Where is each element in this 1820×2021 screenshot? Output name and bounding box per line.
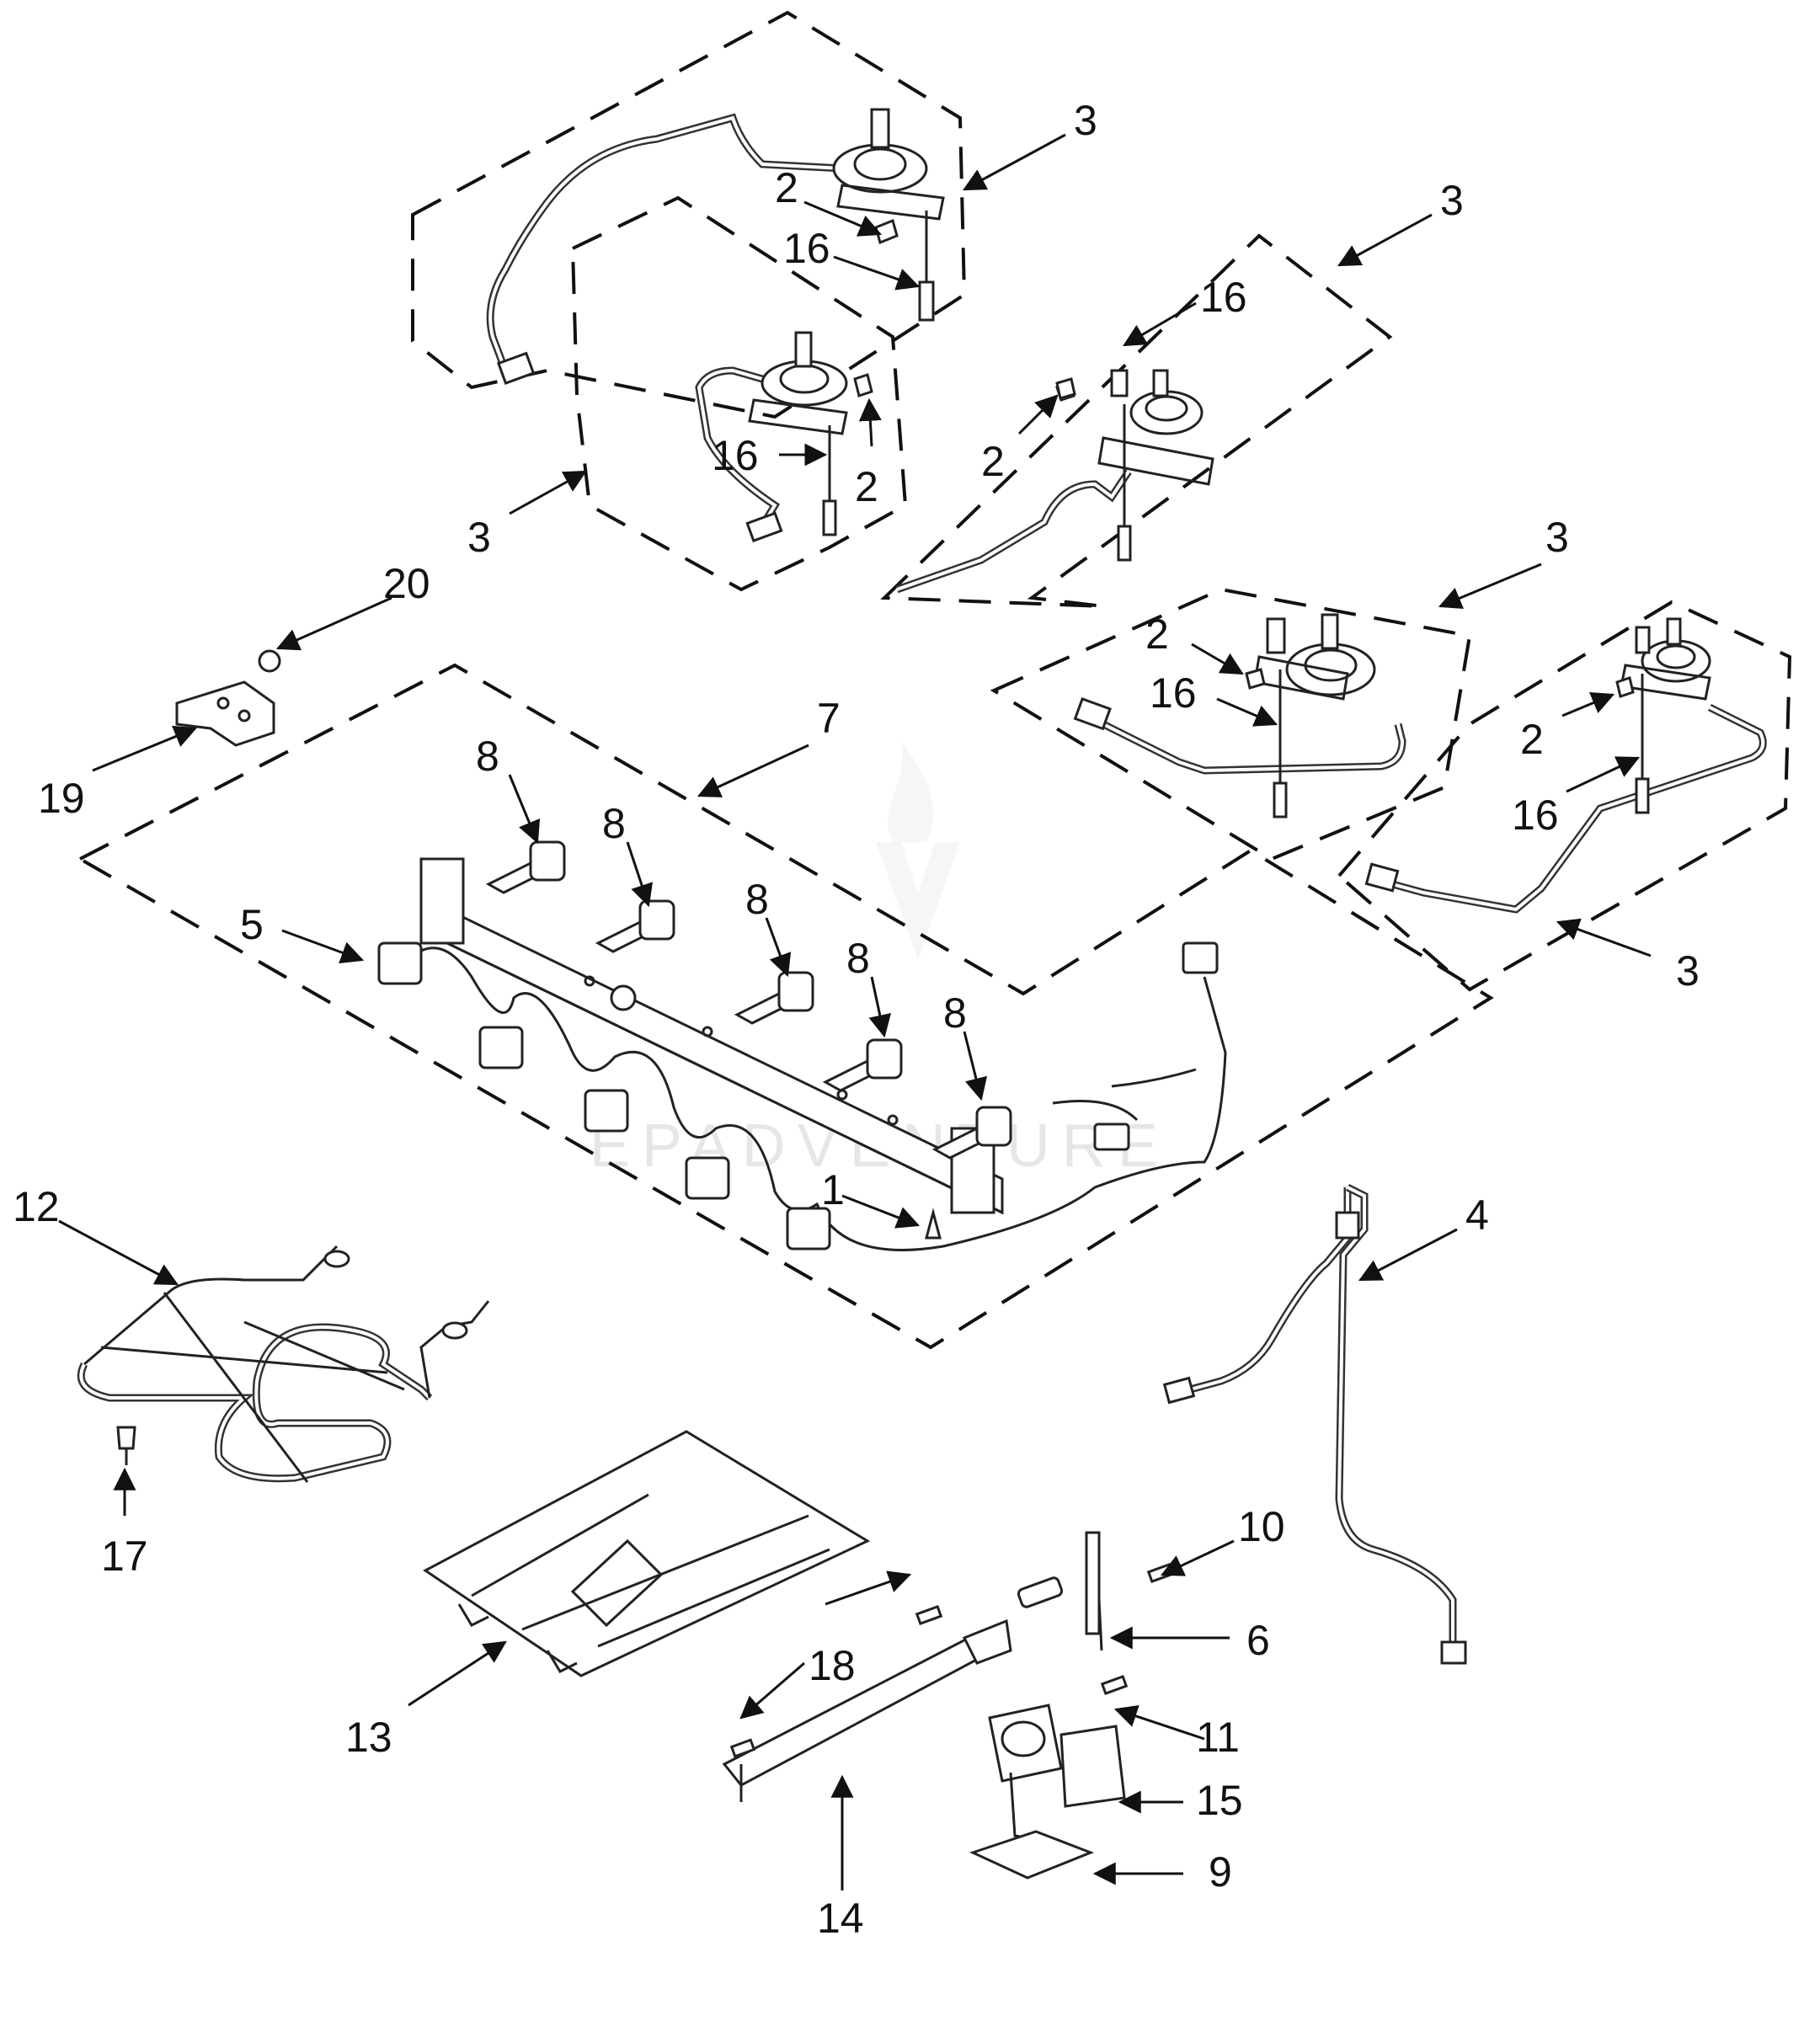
callout-3-upper-right: 3 xyxy=(1440,177,1464,224)
surface-burner-far-right xyxy=(1364,617,1767,914)
gas-supply-tube xyxy=(1162,1183,1467,1665)
orifice-holders xyxy=(485,840,1012,1160)
burner-group-outline-far-right xyxy=(1337,600,1792,992)
burner-group-outline-center xyxy=(880,233,1393,608)
switch-harness xyxy=(377,941,1227,1251)
callout-4: 4 xyxy=(1465,1192,1489,1239)
callout-9: 9 xyxy=(1209,1848,1232,1896)
callout-7: 7 xyxy=(817,695,841,742)
callout-3-left: 3 xyxy=(467,514,491,561)
oven-valve xyxy=(729,1562,1175,1880)
callout-3-top: 3 xyxy=(1074,97,1097,144)
callout-1: 1 xyxy=(821,1166,845,1213)
callout-10: 10 xyxy=(1238,1503,1285,1550)
manifold-assembly xyxy=(419,857,1004,1215)
callout-19: 19 xyxy=(38,775,85,822)
surface-burner-front-left xyxy=(695,331,848,543)
callout-8-e: 8 xyxy=(943,989,967,1037)
callout-12: 12 xyxy=(13,1183,60,1230)
bake-element xyxy=(77,1245,490,1483)
surface-burner-rear-left xyxy=(486,108,945,385)
callout-8-b: 8 xyxy=(602,800,626,847)
callout-3-right: 3 xyxy=(1545,514,1569,561)
callout-16-top: 16 xyxy=(783,225,830,272)
callout-6: 6 xyxy=(1246,1617,1270,1664)
group-outlines xyxy=(76,10,1792,1350)
surface-burner-right xyxy=(1073,613,1406,819)
burner-group-outline-right xyxy=(990,587,1472,861)
callout-2-right: 2 xyxy=(1145,611,1169,658)
manifold-group-outline xyxy=(76,663,1494,1350)
callout-13: 13 xyxy=(345,1714,392,1761)
clip-parts xyxy=(853,218,1635,698)
callout-11: 11 xyxy=(1196,1714,1240,1761)
callout-16-center: 16 xyxy=(1200,274,1247,321)
callout-2-left: 2 xyxy=(855,463,878,510)
callout-3-bottom-right: 3 xyxy=(1676,947,1700,995)
callout-8-d: 8 xyxy=(846,935,870,982)
callout-2-center: 2 xyxy=(981,438,1005,485)
callout-16-far-right: 16 xyxy=(1512,792,1559,839)
mounting-bracket xyxy=(175,649,281,747)
callout-8-a: 8 xyxy=(476,733,499,780)
watermark-logo xyxy=(876,741,960,960)
callout-2-far-right: 2 xyxy=(1520,716,1544,763)
callout-17: 17 xyxy=(101,1533,148,1580)
callout-16-left: 16 xyxy=(712,432,759,479)
callout-8-c: 8 xyxy=(745,876,769,923)
callout-18-upper: 18 xyxy=(809,1642,856,1689)
callout-14: 14 xyxy=(817,1895,864,1942)
surface-burner-center xyxy=(895,369,1214,594)
burner-group-outline-rear-left xyxy=(411,10,967,419)
callout-16-right: 16 xyxy=(1150,669,1197,717)
burner-group-outline-front-left xyxy=(570,195,908,592)
callout-labels: 3 2 16 3 16 2 16 2 3 3 2 16 2 16 3 20 19… xyxy=(13,97,1700,1942)
callout-2-top: 2 xyxy=(775,164,798,211)
callout-5: 5 xyxy=(240,901,264,948)
burner-baffle xyxy=(423,1430,871,1677)
oven-burner xyxy=(722,1531,1103,1802)
callout-15: 15 xyxy=(1196,1777,1243,1824)
leader-arrows xyxy=(58,133,1652,1890)
callout-20: 20 xyxy=(383,560,430,607)
